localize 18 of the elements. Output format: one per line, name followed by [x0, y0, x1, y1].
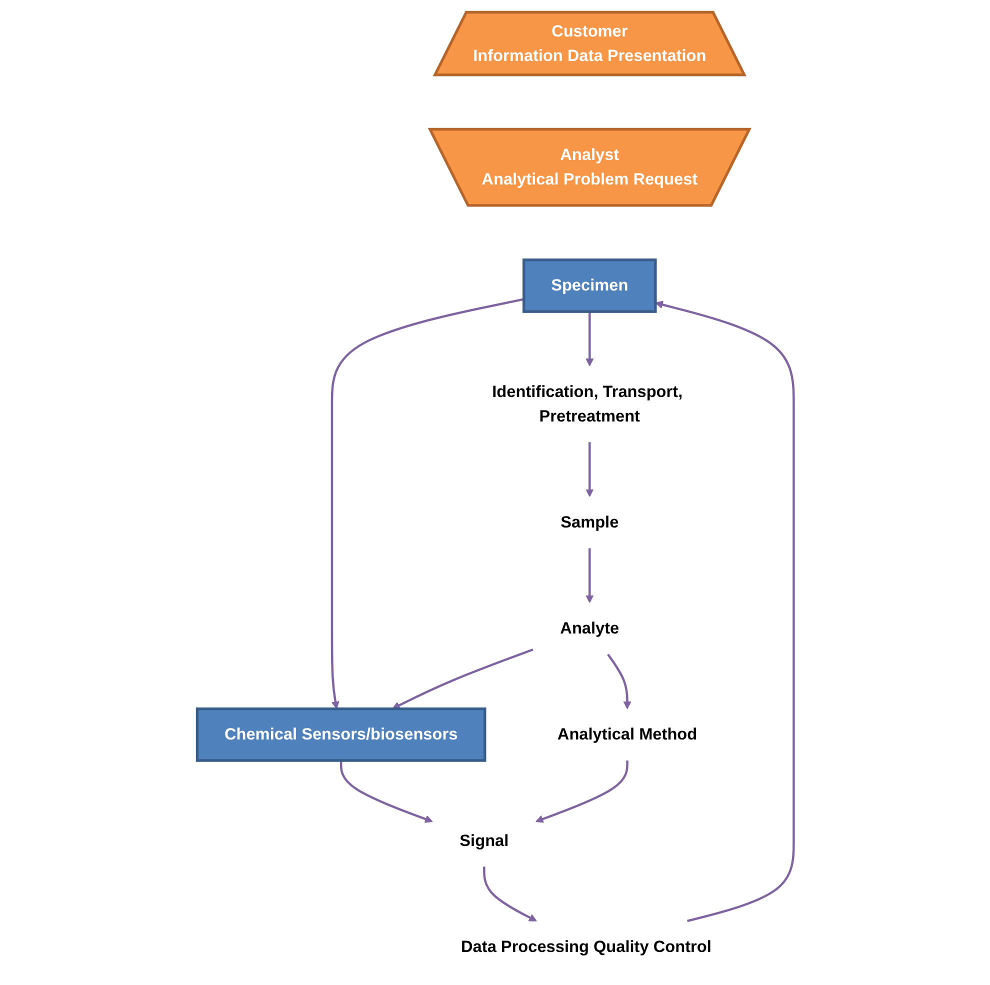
node-text: Identification, Transport, Pretreatment [492, 382, 682, 425]
arrow [392, 648, 533, 710]
node-box: Chemical Sensors/biosensors [195, 707, 486, 762]
node-box: Specimen [522, 258, 656, 313]
arrow [654, 300, 794, 922]
arrow [606, 654, 631, 710]
arrow [339, 760, 432, 823]
arrow [585, 312, 594, 366]
arrow [585, 442, 594, 497]
node-text: Analyte [560, 619, 619, 638]
arrow [330, 298, 524, 710]
node-text: Sample [560, 512, 618, 532]
arrow [482, 866, 536, 922]
arrow [535, 760, 628, 823]
node-text: Signal [459, 831, 508, 850]
arrow [585, 548, 594, 604]
node-text: Data Processing Quality Control [460, 937, 711, 956]
node-text: Analytical Method [556, 725, 697, 744]
